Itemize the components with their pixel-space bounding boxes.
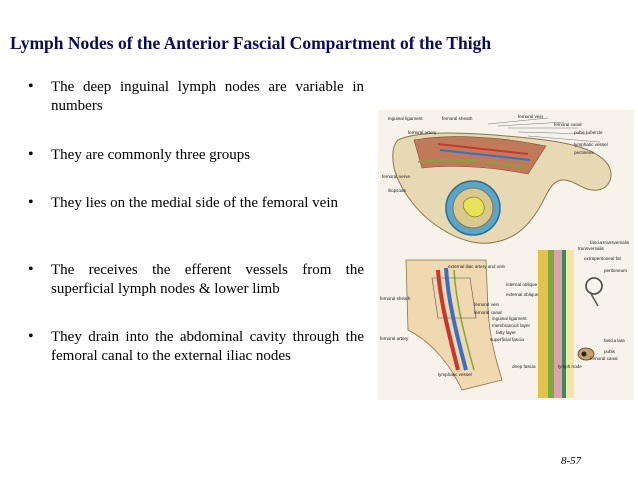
label-superficial-fascia: superficial fascia	[490, 337, 524, 342]
label-femoral-canal: femoral canal	[554, 122, 582, 127]
label-femoral-canal-2: femoral canal	[474, 310, 502, 315]
label-lymph-node: lymph node	[558, 364, 582, 369]
label-lymphatic-vessel-2: lymphatic vessel	[438, 372, 472, 377]
label-femoral-artery: femoral artery	[408, 130, 437, 135]
label-extraperitoneal-fat: extraperitoneal fat	[584, 256, 621, 261]
bullet-item: They drain into the abdominal cavity thr…	[28, 327, 364, 366]
label-external-iliac: external iliac artery and vein	[448, 264, 506, 269]
label-inguinal-ligament: inguinal ligament	[388, 116, 423, 121]
anatomy-figure: inguinal ligament femoral sheath femoral…	[378, 110, 634, 400]
label-femoral-sheath: femoral sheath	[442, 116, 473, 121]
label-femoral-canal-3: femoral canal	[590, 356, 618, 361]
bullet-item: The deep inguinal lymph nodes are variab…	[28, 77, 364, 116]
label-femoral-artery-2: femoral artery	[380, 336, 409, 341]
label-femoral-vein-2: femoral vein	[474, 302, 499, 307]
pelvis-diagram: inguinal ligament femoral sheath femoral…	[382, 114, 612, 244]
bullet-item: The receives the efferent vessels from t…	[28, 260, 364, 299]
thigh-diagram: external iliac artery and vein femoral s…	[380, 259, 506, 391]
label-pectineus: pectineus	[574, 150, 594, 155]
label-internal-oblique: internal oblique	[506, 282, 538, 287]
label-femoral-sheath-2: femoral sheath	[380, 296, 411, 301]
label-deep-fascia: deep fascia	[512, 364, 536, 369]
slide-title: Lymph Nodes of the Anterior Fascial Comp…	[10, 33, 492, 53]
label-fascia-lata: fascia lata	[604, 338, 625, 343]
label-iliopsoas: iliopsoas	[388, 188, 407, 193]
page-number: 8-57	[561, 455, 582, 467]
label-peritoneum: peritoneum	[604, 268, 627, 273]
label-femoral-vein: femoral vein	[518, 114, 543, 119]
label-pubis: pubis	[604, 349, 616, 354]
label-membranous-layer: membranous layer	[492, 323, 531, 328]
label-fatty-layer: fatty layer	[496, 330, 516, 335]
sagittal-section-diagram: transversalis fascia transversalis extra…	[490, 240, 630, 398]
label-transversalis: transversalis	[578, 246, 604, 251]
anatomy-illustration: inguinal ligament femoral sheath femoral…	[380, 114, 630, 398]
label-femoral-nerve: femoral nerve	[382, 174, 411, 179]
label-inguinal-ligament-2: inguinal ligament	[492, 316, 527, 321]
bullet-item: They lies on the medial side of the femo…	[28, 193, 364, 213]
label-fascia-transversalis: fascia transversalis	[590, 240, 630, 245]
label-external-oblique: external oblique	[506, 292, 539, 297]
bullet-item: They are commonly three groups	[28, 145, 364, 165]
label-pubic-tubercle: pubic tubercle	[574, 130, 603, 135]
label-lymphatic-vessel: lymphatic vessel	[574, 142, 608, 147]
